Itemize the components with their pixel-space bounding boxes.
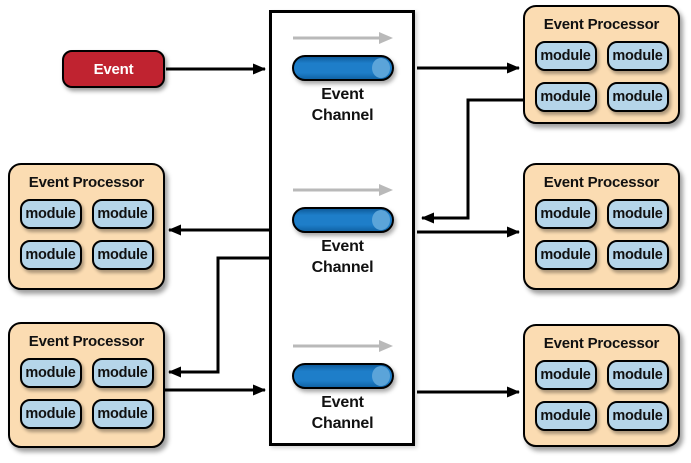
module-chip: module [19, 358, 82, 388]
module-chip: module [606, 199, 669, 229]
module-grid: module module module module [19, 358, 154, 429]
cylinder-cap [371, 210, 390, 230]
flow-direction-icon [292, 340, 393, 352]
channel-label: Event Channel [312, 84, 374, 126]
event-processor-bottom-left: Event Processor module module module mod… [8, 322, 165, 448]
channel-cylinder [291, 363, 394, 389]
module-chip: module [534, 41, 597, 71]
processor-title: Event Processor [543, 16, 660, 33]
channel-label-line2: Channel [311, 415, 374, 432]
arrow-channel2-to-processor-bottom-left [168, 256, 269, 378]
module-chip: module [606, 360, 669, 390]
module-chip: module [91, 358, 154, 388]
module-chip: module [606, 401, 669, 431]
arrow-processor-top-right-to-channel2 [421, 98, 523, 224]
event-label: Event [93, 60, 134, 78]
module-chip: module [606, 41, 669, 71]
module-grid: module module module module [534, 41, 669, 112]
channel-label: Event Channel [312, 236, 374, 278]
module-chip: module [91, 399, 154, 429]
module-grid: module module module module [19, 199, 154, 270]
module-chip: module [19, 240, 82, 270]
flow-direction-icon [292, 32, 393, 44]
flow-direction-icon [292, 184, 393, 196]
event-channel-2: Event Channel [270, 180, 415, 278]
module-chip: module [534, 82, 597, 112]
channel-cylinder [291, 207, 394, 233]
channel-label: Event Channel [312, 392, 374, 434]
channel-label-line1: Event [321, 86, 364, 103]
module-chip: module [19, 199, 82, 229]
event-channel-1: Event Channel [270, 28, 415, 126]
event-node: Event [62, 50, 165, 88]
module-chip: module [606, 82, 669, 112]
module-chip: module [19, 399, 82, 429]
channel-label-line1: Event [321, 394, 364, 411]
channel-cylinder [291, 55, 394, 81]
channel-label-line1: Event [321, 238, 364, 255]
cylinder-cap [371, 366, 390, 386]
event-processor-bottom-right: Event Processor module module module mod… [523, 324, 680, 447]
module-chip: module [534, 240, 597, 270]
channel-label-line2: Channel [311, 107, 374, 124]
processor-title: Event Processor [28, 333, 145, 350]
module-grid: module module module module [534, 360, 669, 431]
module-chip: module [91, 199, 154, 229]
processor-title: Event Processor [543, 174, 660, 191]
processor-title: Event Processor [543, 335, 660, 352]
event-processor-middle-left: Event Processor module module module mod… [8, 163, 165, 290]
channel-label-line2: Channel [311, 259, 374, 276]
processor-title: Event Processor [28, 174, 145, 191]
cylinder-cap [371, 58, 390, 78]
module-chip: module [606, 240, 669, 270]
event-processor-middle-right: Event Processor module module module mod… [523, 163, 680, 290]
module-chip: module [534, 360, 597, 390]
module-chip: module [534, 401, 597, 431]
event-processor-top-right: Event Processor module module module mod… [523, 5, 680, 124]
event-channel-3: Event Channel [270, 336, 415, 434]
module-chip: module [534, 199, 597, 229]
module-chip: module [91, 240, 154, 270]
module-grid: module module module module [534, 199, 669, 270]
